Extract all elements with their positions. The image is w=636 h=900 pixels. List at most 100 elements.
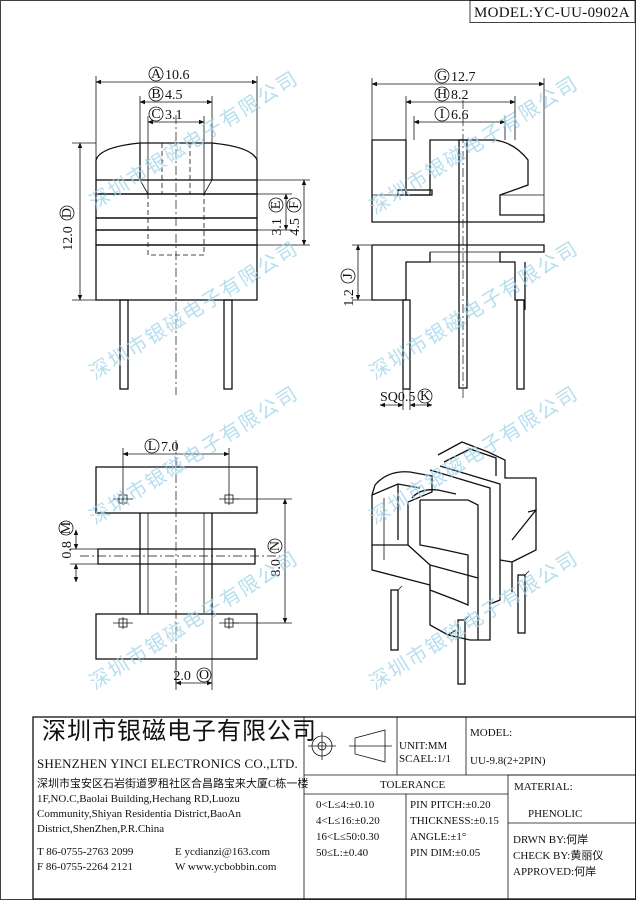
dimension-letter: M bbox=[59, 521, 74, 534]
tolerance-left-1: 0<L≤4:±0.10 bbox=[316, 799, 375, 811]
watermark-layer: 深圳市银磁电子有限公司深圳市银磁电子有限公司深圳市银磁电子有限公司深圳市银磁电子… bbox=[85, 66, 583, 695]
dimension-letter-circle bbox=[267, 538, 283, 554]
dimension-letter-circle bbox=[434, 86, 450, 102]
dimension-value: 8.0 bbox=[269, 559, 284, 577]
model-tag-box bbox=[469, 0, 636, 23]
dimension-letter: K bbox=[420, 389, 430, 404]
watermark-text: 深圳市银磁电子有限公司 bbox=[85, 236, 303, 385]
dimension-e-label: 3.1 E bbox=[268, 197, 285, 236]
dimension-letter: L bbox=[148, 439, 157, 454]
tolerance-left-3: 16<L≤50:0.30 bbox=[316, 831, 380, 843]
model-label: MODEL: bbox=[470, 727, 513, 739]
tolerance-title: TOLERANCE bbox=[380, 779, 446, 791]
dimension-letter-circle bbox=[340, 268, 356, 284]
dimension-letter: F bbox=[287, 201, 302, 209]
dimension-letter: N bbox=[268, 541, 283, 551]
dimension-value: 3.1 bbox=[165, 108, 183, 123]
address-en-line-3: District,ShenZhen,P.R.China bbox=[37, 823, 165, 835]
dimension-letter-circle bbox=[58, 520, 74, 536]
drawn-by: DRWN BY:何岸 bbox=[513, 834, 589, 846]
tolerance-right-4: PIN DIM:±0.05 bbox=[410, 847, 481, 859]
dimension-value: 1.2 bbox=[342, 289, 357, 307]
dimension-labels: 10.6A4.5B3.1C12.0D3.1E4.5F12.7G8.2H6.6I1… bbox=[58, 66, 476, 684]
dimension-j-label: 1.2 J bbox=[340, 268, 357, 307]
tolerance-right-2: THICKNESS:±0.15 bbox=[410, 815, 499, 827]
dimension-value: 3.1 bbox=[270, 218, 285, 236]
projection-symbol-icon bbox=[308, 729, 392, 763]
dimension-value: 12.0 bbox=[61, 226, 76, 251]
dimension-d-label: 12.0 D bbox=[59, 205, 76, 251]
isometric-view bbox=[371, 441, 537, 685]
dimension-k-label: SQ0.5 K bbox=[380, 388, 433, 405]
dimension-letter: I bbox=[440, 107, 445, 122]
dimension-l-label: 7.0 L bbox=[144, 438, 179, 455]
dimension-letter-circle bbox=[148, 66, 164, 82]
material-value: PHENOLIC bbox=[528, 808, 583, 820]
dimension-f-label: 4.5 F bbox=[286, 197, 303, 236]
email: E ycdianzi@163.com bbox=[175, 846, 271, 858]
address-cn: 深圳市宝安区石岩街道罗租社区合昌路宝来大厦C栋一楼 bbox=[37, 778, 309, 790]
dimension-letter-circle bbox=[148, 106, 164, 122]
dimension-letter: O bbox=[199, 668, 209, 683]
dimension-letter-circle bbox=[417, 388, 433, 404]
dimension-value: 12.7 bbox=[451, 70, 476, 85]
dimension-h-label: 8.2 H bbox=[434, 86, 469, 103]
dimension-b-label: 4.5 B bbox=[148, 86, 183, 103]
dimension-a-label: 10.6A bbox=[148, 66, 190, 83]
dimension-letter-circle bbox=[59, 205, 75, 221]
dimension-value: 8.2 bbox=[451, 88, 469, 103]
dimension-letter: B bbox=[151, 87, 160, 102]
website: W www.ycbobbin.com bbox=[175, 861, 277, 873]
dimension-value: 2.0 bbox=[173, 669, 191, 684]
dimension-value: 6.6 bbox=[451, 108, 469, 123]
dimension-value: 4.5 bbox=[288, 218, 303, 236]
dimension-value: SQ0.5 bbox=[380, 390, 415, 405]
company-name-en: SHENZHEN YINCI ELECTRONICS CO.,LTD. bbox=[37, 756, 298, 771]
dimension-n-label: 8.0 N bbox=[267, 538, 284, 577]
telephone: T 86-0755-2763 2099 bbox=[37, 846, 134, 858]
tolerance-left-4: 50≤L:±0.40 bbox=[316, 847, 369, 859]
dimension-letter-circle bbox=[434, 68, 450, 84]
dimension-letter: A bbox=[151, 67, 162, 82]
address-en-line-1: 1F,NO.C,Baolai Building,Hechang RD,Luozu bbox=[37, 793, 240, 805]
address-en-line-2: Community,Shiyan Residentia District,Bao… bbox=[37, 808, 241, 820]
dimension-letter-circle bbox=[148, 86, 164, 102]
front-view bbox=[72, 76, 310, 395]
model-value: UU-9.8(2+2PIN) bbox=[470, 755, 546, 767]
model-tag: MODEL:YC-UU-0902A bbox=[474, 5, 630, 21]
watermark-text: 深圳市银磁电子有限公司 bbox=[365, 71, 583, 220]
company-name-cn: 深圳市银磁电子有限公司 bbox=[42, 719, 317, 745]
dimension-value: 10.6 bbox=[165, 68, 190, 83]
scale-label: SCAEL:1/1 bbox=[399, 753, 451, 765]
fax: F 86-0755-2264 2121 bbox=[37, 861, 133, 873]
tolerance-left-2: 4<L≤16:±0.20 bbox=[316, 815, 380, 827]
dimension-value: 4.5 bbox=[165, 88, 183, 103]
unit-label: UNIT:MM bbox=[399, 740, 448, 752]
tolerance-right-1: PIN PITCH:±0.20 bbox=[410, 799, 491, 811]
watermark-text: 深圳市银磁电子有限公司 bbox=[365, 236, 583, 385]
dimension-value: 7.0 bbox=[161, 440, 179, 455]
checked-by: CHECK BY:黄丽仪 bbox=[513, 850, 604, 862]
dimension-letter-circle bbox=[144, 438, 160, 454]
side-view bbox=[352, 78, 545, 410]
dimension-m-label: 0.8 M bbox=[58, 520, 75, 559]
dimension-letter: D bbox=[60, 208, 75, 218]
dimension-letter-circle bbox=[434, 106, 450, 122]
approved-by: APPROVED:何岸 bbox=[513, 866, 597, 878]
dimension-letter-circle bbox=[196, 667, 212, 683]
dimension-i-label: 6.6 I bbox=[434, 106, 469, 123]
dimension-value: 0.8 bbox=[60, 541, 75, 559]
tolerance-right-3: ANGLE:±1° bbox=[410, 831, 467, 843]
dimension-letter-circle bbox=[286, 197, 302, 213]
watermark-text: 深圳市银磁电子有限公司 bbox=[85, 546, 303, 695]
watermark-text: 深圳市银磁电子有限公司 bbox=[85, 66, 303, 215]
title-block-grid bbox=[32, 716, 636, 900]
dimension-c-label: 3.1C bbox=[148, 106, 183, 123]
dimension-g-label: 12.7G bbox=[434, 68, 476, 85]
dimension-o-label: 2.0 O bbox=[173, 667, 212, 684]
material-label: MATERIAL: bbox=[514, 781, 573, 793]
dimension-letter: E bbox=[269, 201, 284, 210]
dimension-letter: H bbox=[437, 87, 447, 102]
dimension-letter: J bbox=[341, 273, 356, 279]
